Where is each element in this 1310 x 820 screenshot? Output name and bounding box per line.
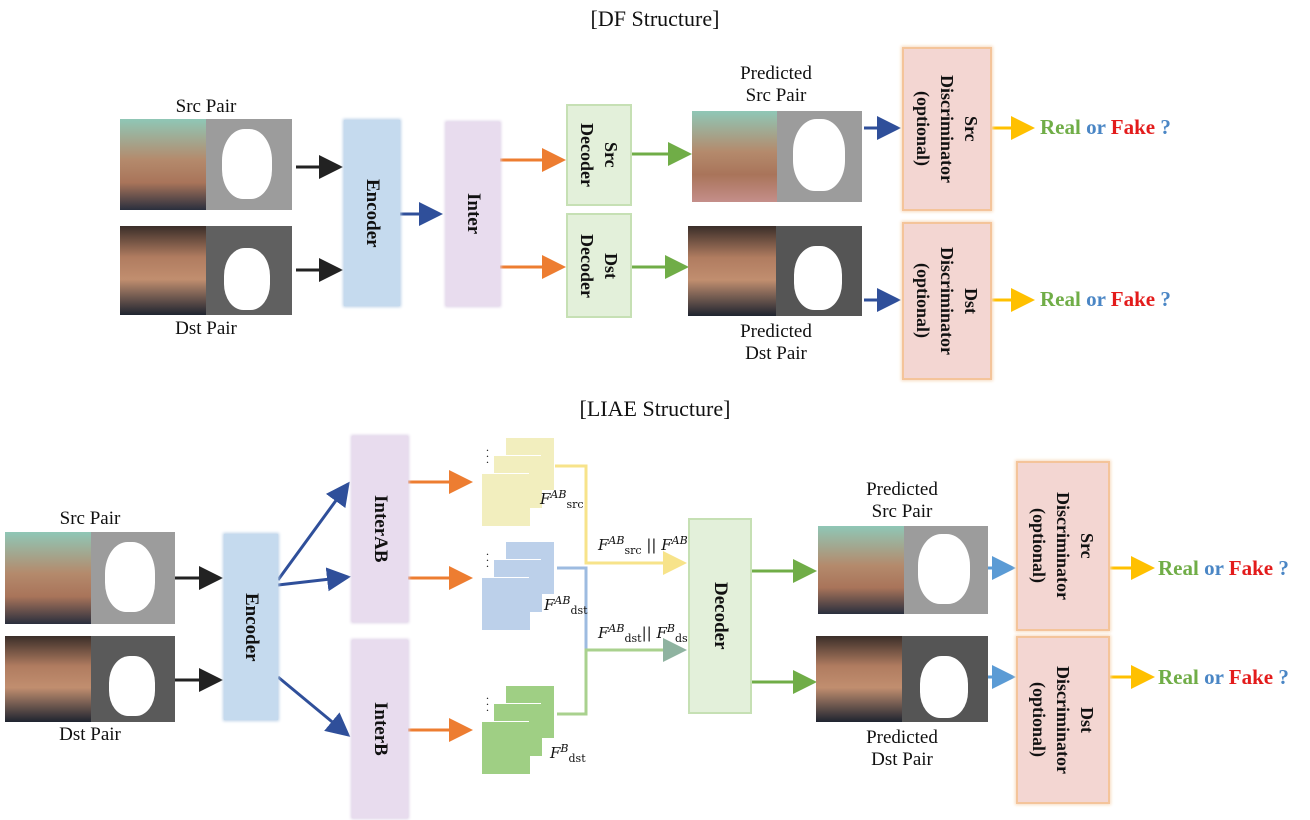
face-photo [688, 226, 776, 316]
liae-interb-label: InterB [370, 702, 391, 756]
face-photo [120, 226, 206, 315]
face-mask [902, 636, 988, 722]
face-mask [776, 226, 862, 316]
df-inter: Inter [446, 122, 500, 306]
liae-pred-src-label: Predicted Src Pair [866, 479, 938, 522]
df-src-disc-label: Src Discriminator (optional) [913, 75, 981, 183]
face-photo [818, 526, 904, 614]
df-src-decoder-label: Src Decoder [577, 123, 621, 187]
line-fsrc-to-decoder [555, 464, 687, 575]
line-fdstb-to-decoder [557, 638, 687, 716]
fake-label: Fake [1228, 665, 1274, 689]
question-label: ? [1160, 287, 1171, 311]
liae-encoder-label: Encoder [241, 592, 262, 662]
face-mask [206, 119, 292, 210]
label-concat-dst: FABdst|| FBdst [598, 622, 693, 645]
label-f-dst-ab: FABdst [544, 594, 588, 617]
liae-title: [LIAE Structure] [579, 396, 731, 421]
feature-stack-dst-ab: ... [482, 542, 562, 632]
df-src-result: Real or Fake ? [1040, 115, 1171, 140]
fake-label: Fake [1110, 287, 1156, 311]
arrow-encoder-to-interab-2 [277, 567, 351, 592]
df-pred-src-label: Predicted Src Pair [740, 63, 812, 106]
real-label: Real [1040, 115, 1081, 139]
face-photo [5, 636, 91, 722]
df-title: [DF Structure] [590, 6, 720, 31]
liae-interab: InterAB [352, 436, 408, 622]
df-dst-pair-label: Dst Pair [175, 318, 237, 339]
face-mask [904, 526, 988, 614]
face-mask [206, 226, 292, 315]
liae-arrows [175, 464, 1155, 742]
liae-dst-disc-label: Dst Discriminator (optional) [1029, 666, 1097, 774]
liae-src-pair-label: Src Pair [59, 508, 121, 529]
face-photo [692, 111, 777, 202]
df-encoder-label: Encoder [362, 178, 383, 248]
liae-encoder: Encoder [224, 534, 278, 720]
face-mask [91, 532, 175, 624]
df-dst-decoder: Dst Decoder [566, 213, 632, 318]
liae-interb: InterB [352, 640, 408, 818]
face-photo [816, 636, 902, 722]
feature-stack-dst-b: ... [482, 686, 562, 776]
face-photo [120, 119, 206, 210]
or-label: or [1204, 665, 1224, 689]
liae-dst-discriminator: Dst Discriminator (optional) [1016, 636, 1110, 804]
fake-label: Fake [1110, 115, 1156, 139]
liae-pred-dst-label: Predicted Dst Pair [866, 727, 938, 770]
feature-stack-src-ab: ... [482, 438, 562, 528]
liae-dst-result: Real or Fake ? [1158, 665, 1289, 690]
arrow-encoder-to-interb [277, 675, 351, 737]
liae-src-result: Real or Fake ? [1158, 556, 1289, 581]
df-src-decoder: Src Decoder [566, 104, 632, 206]
or-label: or [1086, 287, 1106, 311]
df-dst-disc-label: Dst Discriminator (optional) [913, 247, 981, 355]
question-label: ? [1278, 665, 1289, 689]
label-f-src-ab: FABsrc [540, 488, 584, 511]
df-pred-dst-label: Predicted Dst Pair [740, 321, 812, 364]
df-src-pair-label: Src Pair [175, 96, 237, 117]
liae-dst-pair-label: Dst Pair [59, 724, 121, 745]
question-label: ? [1160, 115, 1171, 139]
df-arrows [296, 116, 1035, 312]
df-inter-label: Inter [463, 193, 484, 235]
label-f-dst-b: FBdst [550, 742, 586, 765]
or-label: or [1204, 556, 1224, 580]
face-mask [91, 636, 175, 722]
liae-interab-label: InterAB [370, 495, 391, 563]
arrow-encoder-to-interab [276, 481, 350, 581]
real-label: Real [1158, 556, 1199, 580]
real-label: Real [1158, 665, 1199, 689]
face-mask [777, 111, 862, 202]
liae-decoder-label: Decoder [710, 582, 731, 650]
face-photo [5, 532, 91, 624]
df-src-discriminator: Src Discriminator (optional) [902, 47, 992, 211]
question-label: ? [1278, 556, 1289, 580]
or-label: or [1086, 115, 1106, 139]
df-encoder: Encoder [344, 120, 400, 306]
liae-decoder: Decoder [688, 518, 752, 714]
liae-src-discriminator: Src Discriminator (optional) [1016, 461, 1110, 631]
df-dst-result: Real or Fake ? [1040, 287, 1171, 312]
liae-src-disc-label: Src Discriminator (optional) [1029, 492, 1097, 600]
df-dst-decoder-label: Dst Decoder [577, 233, 621, 298]
real-label: Real [1040, 287, 1081, 311]
df-dst-discriminator: Dst Discriminator (optional) [902, 222, 992, 380]
fake-label: Fake [1228, 556, 1274, 580]
